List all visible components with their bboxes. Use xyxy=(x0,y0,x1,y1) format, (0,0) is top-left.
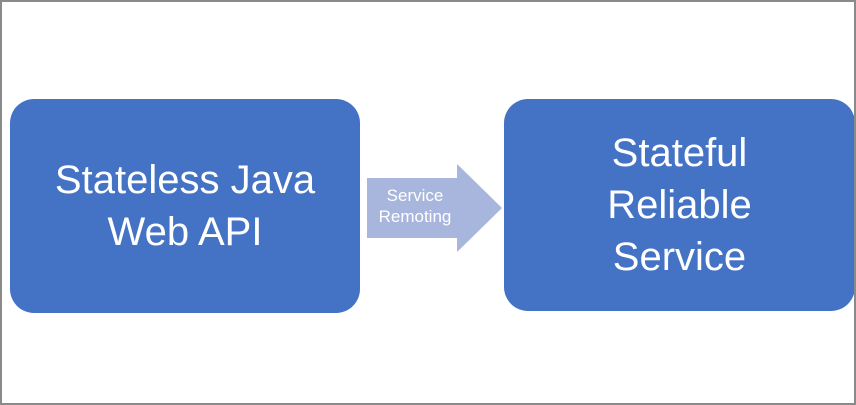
box-label-line: Service xyxy=(612,235,747,279)
box-label-line: Web API xyxy=(107,210,263,254)
service-remoting-arrow-label: Service Remoting xyxy=(367,178,463,234)
box-label-line: Reliable xyxy=(607,183,752,227)
stateless-java-web-api-box: Stateless Java Web API xyxy=(10,99,360,313)
arrow-label-line: Remoting xyxy=(378,207,452,226)
stateful-reliable-service-box: Stateful Reliable Service xyxy=(504,99,854,311)
arrow-label-line: Service xyxy=(386,186,444,205)
box-label-line: Stateless Java xyxy=(54,158,316,202)
box-label-line: Stateful xyxy=(611,131,748,175)
